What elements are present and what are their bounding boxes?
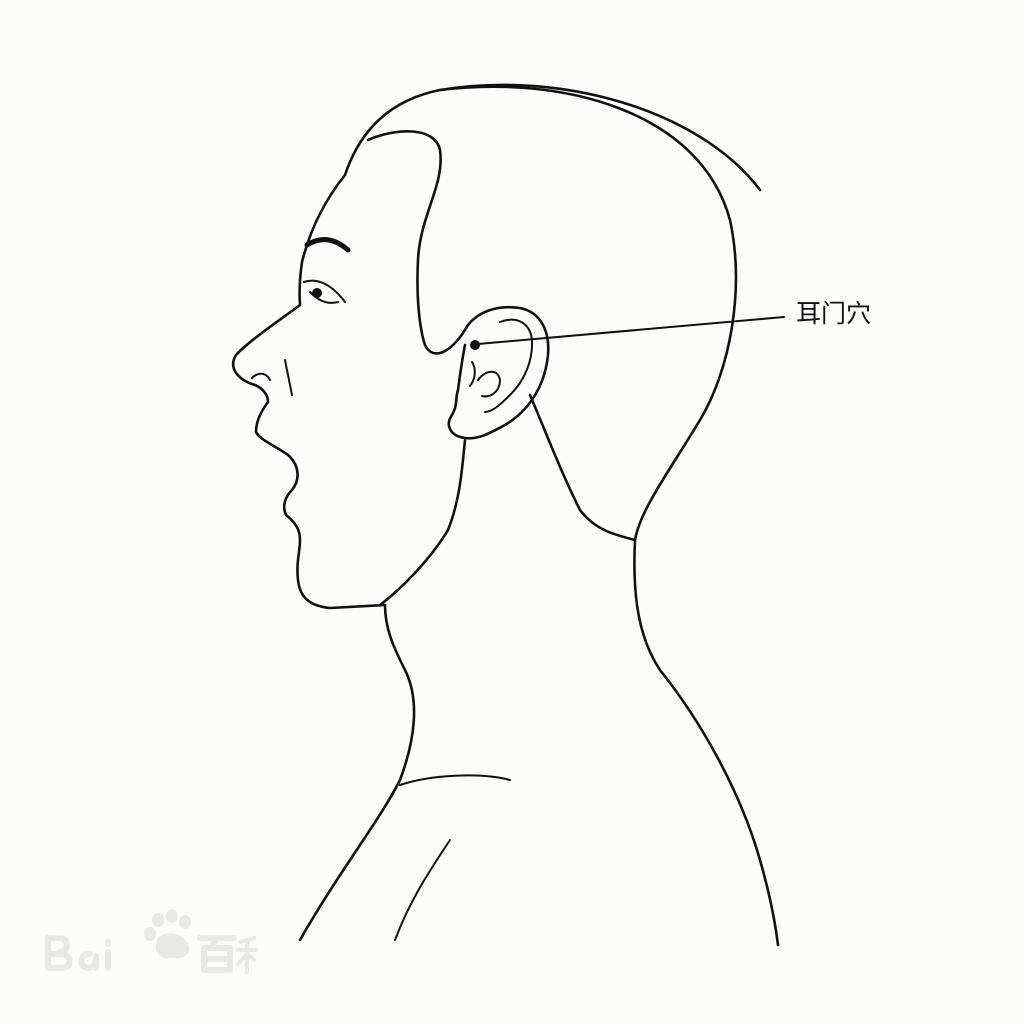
nasolabial-fold <box>284 359 293 396</box>
ear-tragus <box>469 361 476 387</box>
neck-back-outline <box>528 393 780 947</box>
eye-pupil <box>312 288 322 298</box>
baidu-baike-watermark-logo <box>45 909 258 974</box>
acupoint-leader-line <box>477 316 785 345</box>
jaw-line <box>378 438 467 607</box>
eyebrow <box>304 237 351 253</box>
collar-line <box>399 774 511 786</box>
nostril <box>251 372 271 381</box>
back-of-head-outline <box>438 85 738 542</box>
head-outline <box>231 83 762 610</box>
chest-line <box>394 839 451 941</box>
ear-inner-antihelix <box>477 370 501 398</box>
acupoint-label: 耳门穴 <box>796 299 872 328</box>
neck-front-outline <box>298 603 416 942</box>
eye-upper-lid <box>303 279 346 303</box>
ear-inner-helix <box>484 318 534 413</box>
hairline-outline <box>366 130 470 355</box>
acupoint-marker <box>470 340 480 350</box>
eye-lower-lid <box>309 291 339 304</box>
ear-outline <box>447 305 550 440</box>
